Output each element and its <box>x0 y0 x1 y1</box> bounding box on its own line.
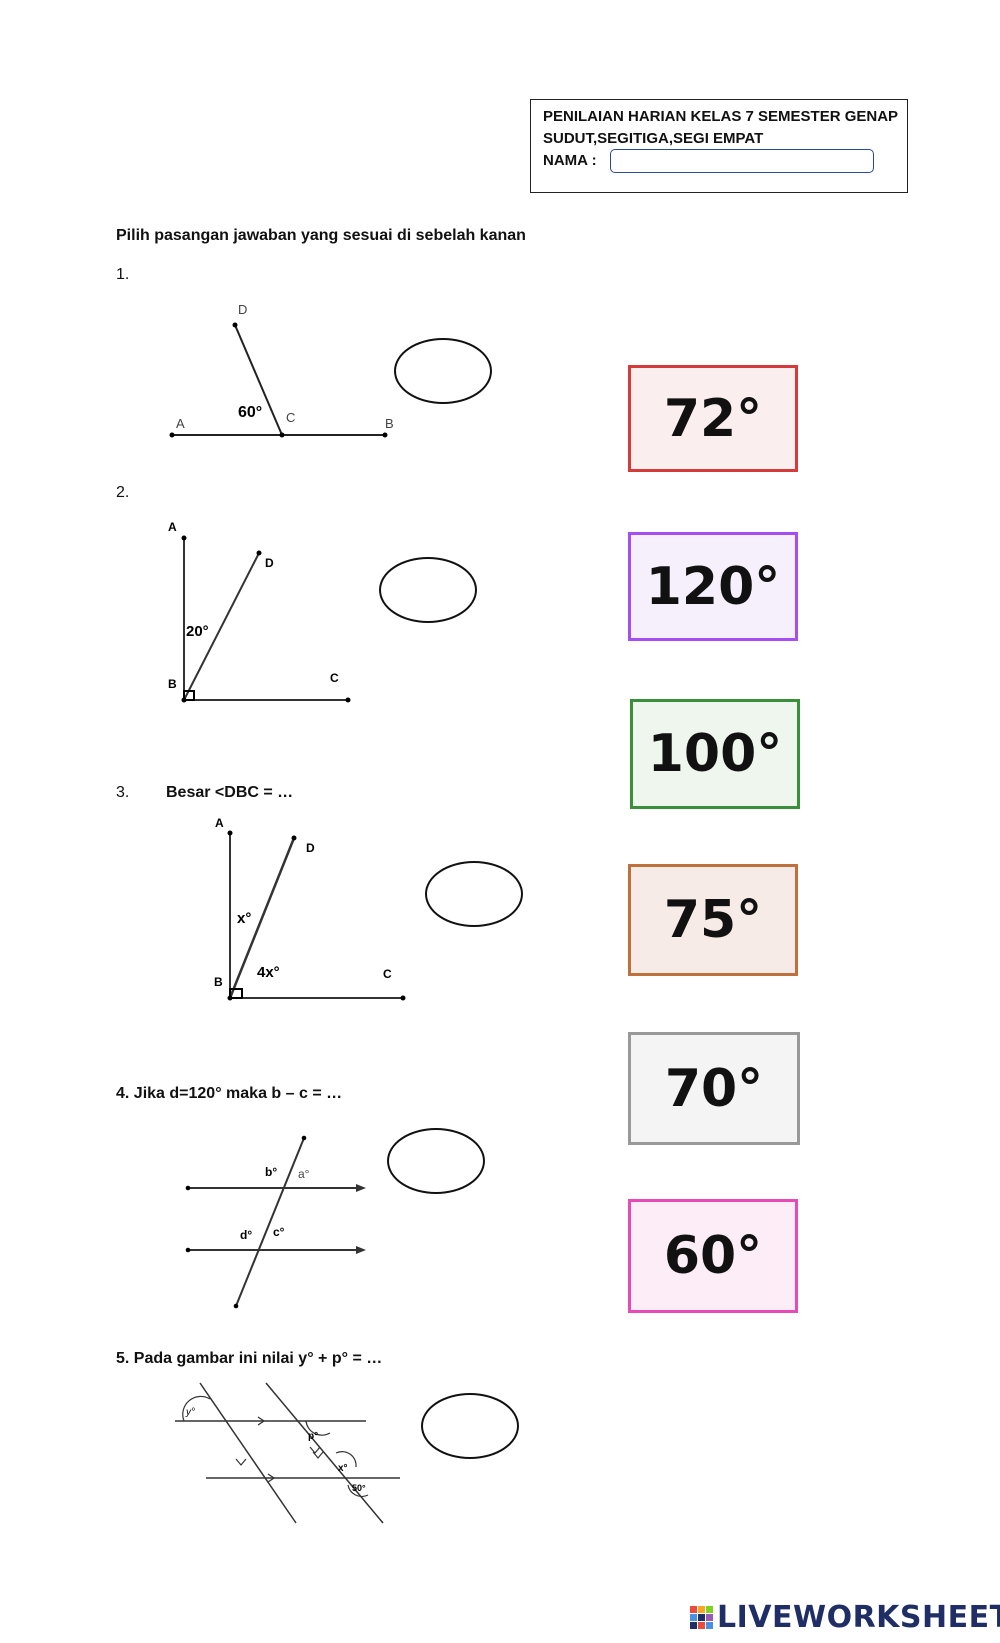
header-box: PENILAIAN HARIAN KELAS 7 SEMESTER GENAP … <box>530 99 908 193</box>
fig1-label-d: D <box>238 302 247 317</box>
answer-card-label: 60° <box>663 1226 763 1286</box>
question-3-prompt: Besar <DBC = … <box>166 784 294 801</box>
fig5-label-x: x° <box>338 1463 348 1474</box>
fig2-label-a: A <box>168 520 177 534</box>
liveworksheets-logo: LIVEWORKSHEETS <box>690 1600 1000 1635</box>
fig4-label-b: b° <box>265 1165 277 1179</box>
fig3-angle-4x: 4x° <box>257 964 280 981</box>
answer-card-label: 75° <box>663 890 763 950</box>
fig4-label-a: a° <box>298 1167 310 1181</box>
answer-card-label: 72° <box>663 388 763 449</box>
question-1-number: 1. <box>116 266 130 283</box>
fig5-label-p: p° <box>308 1431 318 1442</box>
answer-oval-4[interactable] <box>387 1128 485 1194</box>
answer-card-75[interactable]: 75° <box>628 864 798 976</box>
fig5-label-y: y° <box>185 1407 195 1418</box>
question-2-number: 2. <box>116 484 130 501</box>
fig3-label-c: C <box>383 967 392 981</box>
answer-card-72[interactable]: 72° <box>628 365 798 472</box>
answer-oval-3[interactable] <box>425 861 523 927</box>
name-label: NAMA : <box>543 152 597 169</box>
fig3-angle-x: x° <box>237 910 251 927</box>
answer-oval-5[interactable] <box>421 1393 519 1459</box>
answer-card-120[interactable]: 120° <box>628 532 798 641</box>
figure-5: y° p° x° 50° <box>175 1382 400 1524</box>
question-4-prompt: Jika d=120° maka b – c = … <box>133 1085 343 1102</box>
question-5-number: 5. Pada gambar ini nilai y° + p° = … <box>116 1350 383 1367</box>
fig4-label-c: c° <box>273 1225 285 1239</box>
liveworksheets-logo-icon <box>690 1606 713 1629</box>
fig2-label-c: C <box>330 671 339 685</box>
answer-card-label: 120° <box>645 556 781 617</box>
fig5-label-50: 50° <box>352 1483 366 1493</box>
figure-2: A D B C 20° <box>168 520 351 703</box>
answer-card-60[interactable]: 60° <box>628 1199 798 1313</box>
fig2-angle: 20° <box>186 623 209 640</box>
fig3-label-a: A <box>215 816 224 830</box>
header-title: PENILAIAN HARIAN KELAS 7 SEMESTER GENAP <box>543 108 899 125</box>
fig1-angle: 60° <box>238 404 262 421</box>
fig1-label-c: C <box>286 410 295 425</box>
figure-1: D A C B 60° <box>169 302 394 438</box>
answer-card-label: 100° <box>647 724 783 784</box>
fig2-label-b: B <box>168 677 177 691</box>
figure-4: b° a° d° c° <box>185 1135 366 1309</box>
answer-card-label: 70° <box>664 1058 764 1119</box>
fig1-label-b: B <box>385 416 394 431</box>
answer-card-100[interactable]: 100° <box>630 699 800 809</box>
question-5-prompt: Pada gambar ini nilai y° + p° = … <box>133 1350 383 1367</box>
fig2-label-d: D <box>265 556 274 570</box>
question-3-number: 3. <box>116 784 130 801</box>
header-subtitle: SUDUT,SEGITIGA,SEGI EMPAT <box>543 130 764 147</box>
question-4-number: 4. Jika d=120° maka b – c = … <box>116 1085 343 1102</box>
fig1-label-a: A <box>176 416 185 431</box>
liveworksheets-logo-text: LIVEWORKSHEETS <box>717 1600 1000 1635</box>
fig3-label-d: D <box>306 841 315 855</box>
name-input[interactable] <box>610 149 874 173</box>
fig3-label-b: B <box>214 975 223 989</box>
figure-3: A D B C x° 4x° <box>214 816 406 1001</box>
answer-oval-1[interactable] <box>394 338 492 404</box>
instruction-text: Pilih pasangan jawaban yang sesuai di se… <box>116 227 526 244</box>
fig4-label-d: d° <box>240 1228 252 1242</box>
answer-card-70[interactable]: 70° <box>628 1032 800 1145</box>
answer-oval-2[interactable] <box>379 557 477 623</box>
